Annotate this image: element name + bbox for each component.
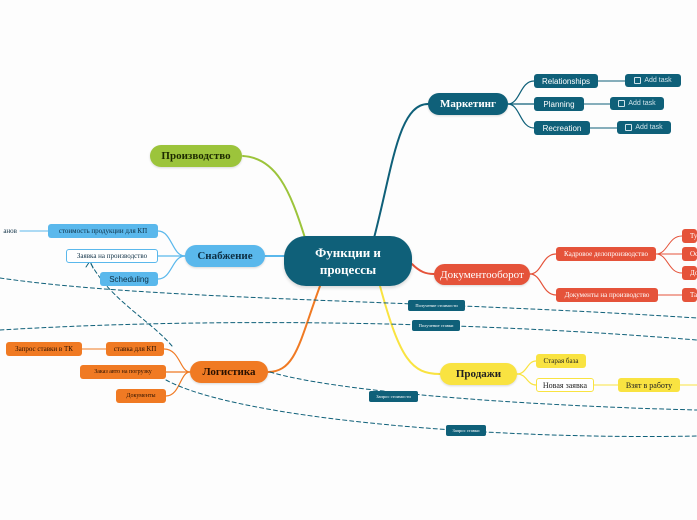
add-task-label: Add task bbox=[635, 124, 663, 131]
supply-item-cost[interactable]: стоимость продукции для КП bbox=[48, 224, 158, 238]
add-task-button[interactable]: Add task bbox=[610, 97, 664, 110]
sales-item-in-progress[interactable]: Взят в работу bbox=[618, 378, 680, 392]
add-task-label: Add task bbox=[628, 100, 656, 107]
add-task-label: Add task bbox=[644, 77, 672, 84]
relation-line bbox=[0, 322, 697, 341]
logistics-item-rate-request[interactable]: Запрос ставки в ТК bbox=[6, 342, 82, 356]
relation-label[interactable]: Получение стоимости bbox=[408, 300, 465, 311]
branch-marketing[interactable]: Маркетинг bbox=[428, 93, 508, 115]
docflow-leaf[interactable]: Ос bbox=[682, 247, 697, 261]
docflow-leaf[interactable]: Та bbox=[682, 288, 697, 302]
checkbox-icon bbox=[634, 77, 642, 84]
connector-production bbox=[242, 155, 306, 239]
add-task-button[interactable]: Add task bbox=[617, 121, 671, 134]
branch-docflow[interactable]: Документооборот bbox=[434, 264, 530, 285]
checkbox-icon bbox=[618, 100, 626, 107]
logistics-item-documents[interactable]: Документы bbox=[116, 389, 166, 403]
supply-item-left[interactable]: анов bbox=[3, 227, 17, 235]
branch-sales[interactable]: Продажи bbox=[440, 363, 517, 385]
sales-item-new-request[interactable]: Новая заявка bbox=[536, 378, 594, 392]
relation-label[interactable]: Запрос стоимости bbox=[369, 391, 418, 402]
central-topic-line2: процессы bbox=[319, 262, 377, 277]
connector-docflow bbox=[411, 263, 435, 275]
docflow-leaf[interactable]: До bbox=[682, 266, 697, 280]
relation-line bbox=[89, 261, 173, 347]
sales-item-old-base[interactable]: Старая база bbox=[536, 354, 586, 368]
marketing-item-relationships[interactable]: Relationships bbox=[534, 74, 598, 88]
docflow-item-hr[interactable]: Кадровое делопроизводство bbox=[556, 247, 656, 261]
logistics-item-truck-order[interactable]: Заказ авто на погрузку bbox=[80, 365, 166, 379]
relation-label[interactable]: Получение ставки bbox=[412, 320, 460, 331]
connector-marketing bbox=[373, 103, 429, 239]
branch-production[interactable]: Производство bbox=[150, 145, 242, 167]
docflow-leaf[interactable]: Ту bbox=[682, 229, 697, 243]
central-topic[interactable]: Функции и процессы bbox=[284, 236, 412, 286]
relation-label[interactable]: Запрос ставки bbox=[446, 425, 486, 436]
connector-logistics bbox=[267, 285, 321, 373]
checkbox-icon bbox=[625, 124, 633, 131]
add-task-button[interactable]: Add task bbox=[625, 74, 681, 87]
central-topic-line1: Функции и bbox=[315, 245, 381, 260]
branch-logistics[interactable]: Логистика bbox=[190, 361, 268, 383]
logistics-item-rate[interactable]: ставка для КП bbox=[106, 342, 164, 356]
docflow-item-production-docs[interactable]: Документы на производство bbox=[556, 288, 658, 302]
connector-sales bbox=[379, 285, 441, 375]
marketing-item-recreation[interactable]: Recreation bbox=[534, 121, 590, 135]
supply-item-scheduling[interactable]: Scheduling bbox=[100, 272, 158, 286]
supply-item-production-request[interactable]: Заявка на производство bbox=[66, 249, 158, 263]
marketing-item-planning[interactable]: Planning bbox=[534, 97, 584, 111]
relation-line bbox=[269, 371, 697, 411]
relation-line bbox=[0, 277, 697, 319]
branch-supply[interactable]: Снабжение bbox=[185, 245, 265, 267]
relation-line bbox=[165, 379, 697, 438]
